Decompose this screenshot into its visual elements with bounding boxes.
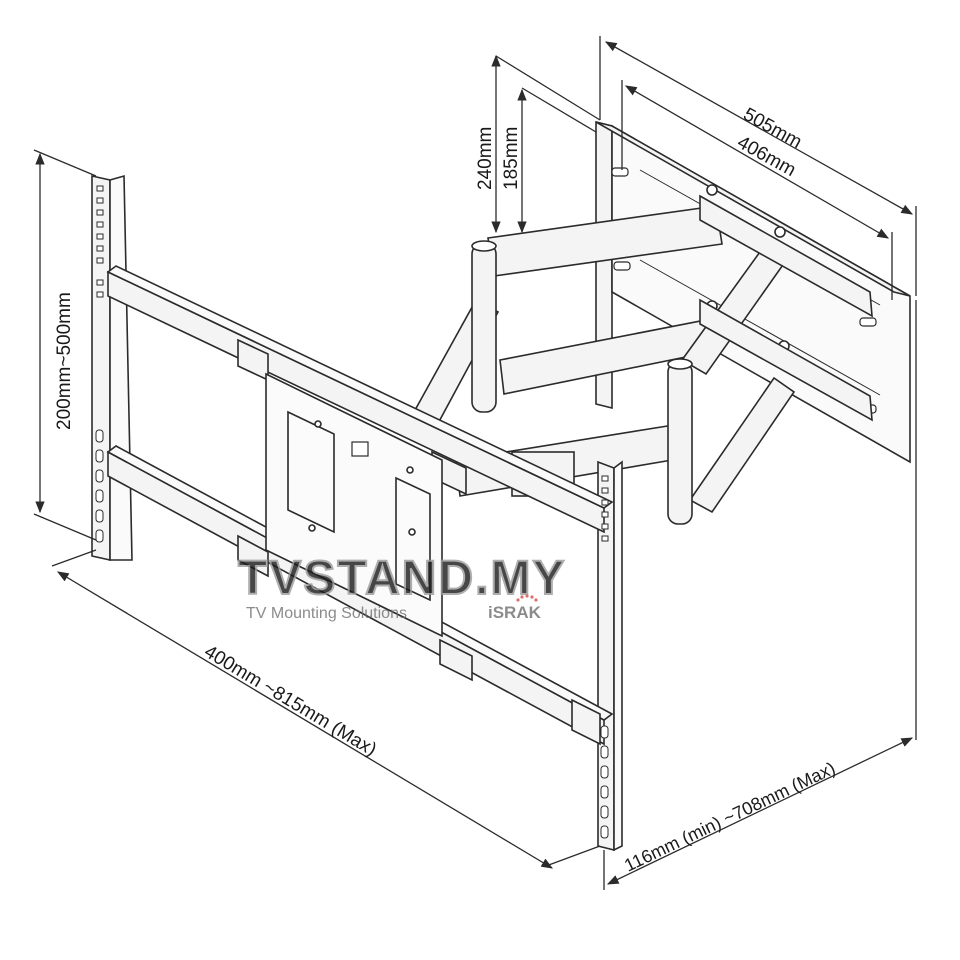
dim-height-inner: 185mm bbox=[501, 127, 522, 190]
dimension-lines bbox=[33, 36, 917, 890]
partner-logo-dots bbox=[516, 594, 538, 602]
watermark-tagline: TV Mounting Solutions bbox=[246, 605, 407, 622]
watermark-partner: iSRAK bbox=[488, 603, 542, 622]
watermark-brand: TVSTAND.MY bbox=[238, 552, 566, 605]
watermark: TVSTAND.MY TV Mounting Solutions iSRAK bbox=[237, 551, 566, 622]
dim-horizontal-range: 400mm ~815mm (Max) bbox=[200, 641, 380, 760]
dim-vertical-range: 200mm~500mm bbox=[54, 292, 75, 430]
strap-holes bbox=[95, 185, 609, 839]
dim-extension: 116mm (min) ~708mm (Max) bbox=[621, 758, 838, 876]
dim-height-outer: 240mm bbox=[475, 127, 496, 190]
